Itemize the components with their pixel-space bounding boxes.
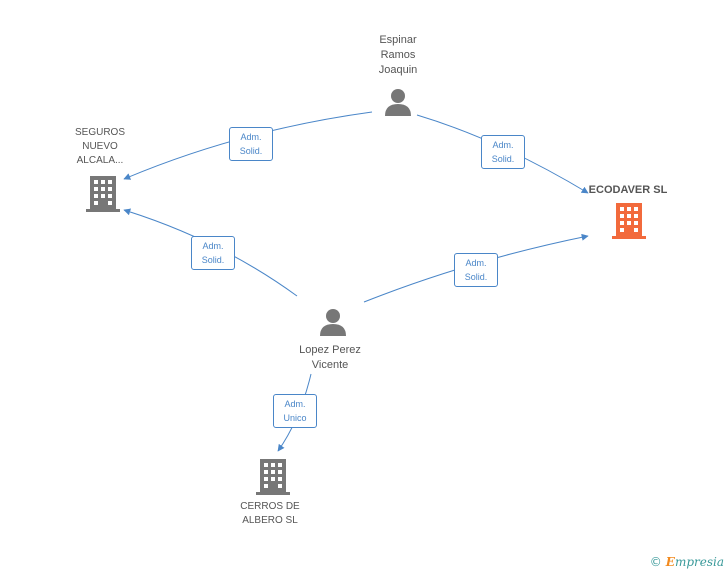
person-label-lopez[interactable]: Lopez Perez Vicente [299,344,361,371]
edge-role: Adm. [465,258,487,268]
person-icon[interactable] [318,307,348,337]
edge-role-type: Unico [283,413,307,423]
empresia-logo: ©Empresia [650,555,724,569]
person-icon[interactable] [383,87,413,117]
edge-label-lopez-seguros[interactable]: Adm. Solid. [191,236,235,270]
edge-role: Adm. [492,140,514,150]
edge-role-type: Solid. [201,255,225,265]
company-label-ecodaver[interactable]: ECODAVER SL [588,184,668,196]
building-icon[interactable] [256,459,290,495]
edge-role: Adm. [284,399,306,409]
building-icon[interactable] [86,176,120,212]
edge-role: Adm. [240,132,262,142]
edge-role: Adm. [202,241,224,251]
edge-label-espinar-ecodaver[interactable]: Adm. Solid. [481,135,525,169]
company-label-seguros[interactable]: SEGUROS NUEVO ALCALA... [74,127,125,166]
brand-name: mpresia [674,555,724,569]
building-icon[interactable] [612,203,646,239]
copyright-symbol: © [649,555,662,569]
edge-label-lopez-cerros[interactable]: Adm. Unico [273,394,317,428]
edge-label-espinar-seguros[interactable]: Adm. Solid. [229,127,273,161]
company-label-cerros[interactable]: CERROS DE ALBERO SL [240,501,300,526]
edge-role-type: Solid. [491,154,515,164]
edge-role-type: Solid. [464,272,488,282]
brand-initial: E [665,555,675,569]
edge-role-type: Solid. [239,146,263,156]
edge-label-lopez-ecodaver[interactable]: Adm. Solid. [454,253,498,287]
person-label-espinar[interactable]: Espinar Ramos Joaquin [378,34,418,76]
